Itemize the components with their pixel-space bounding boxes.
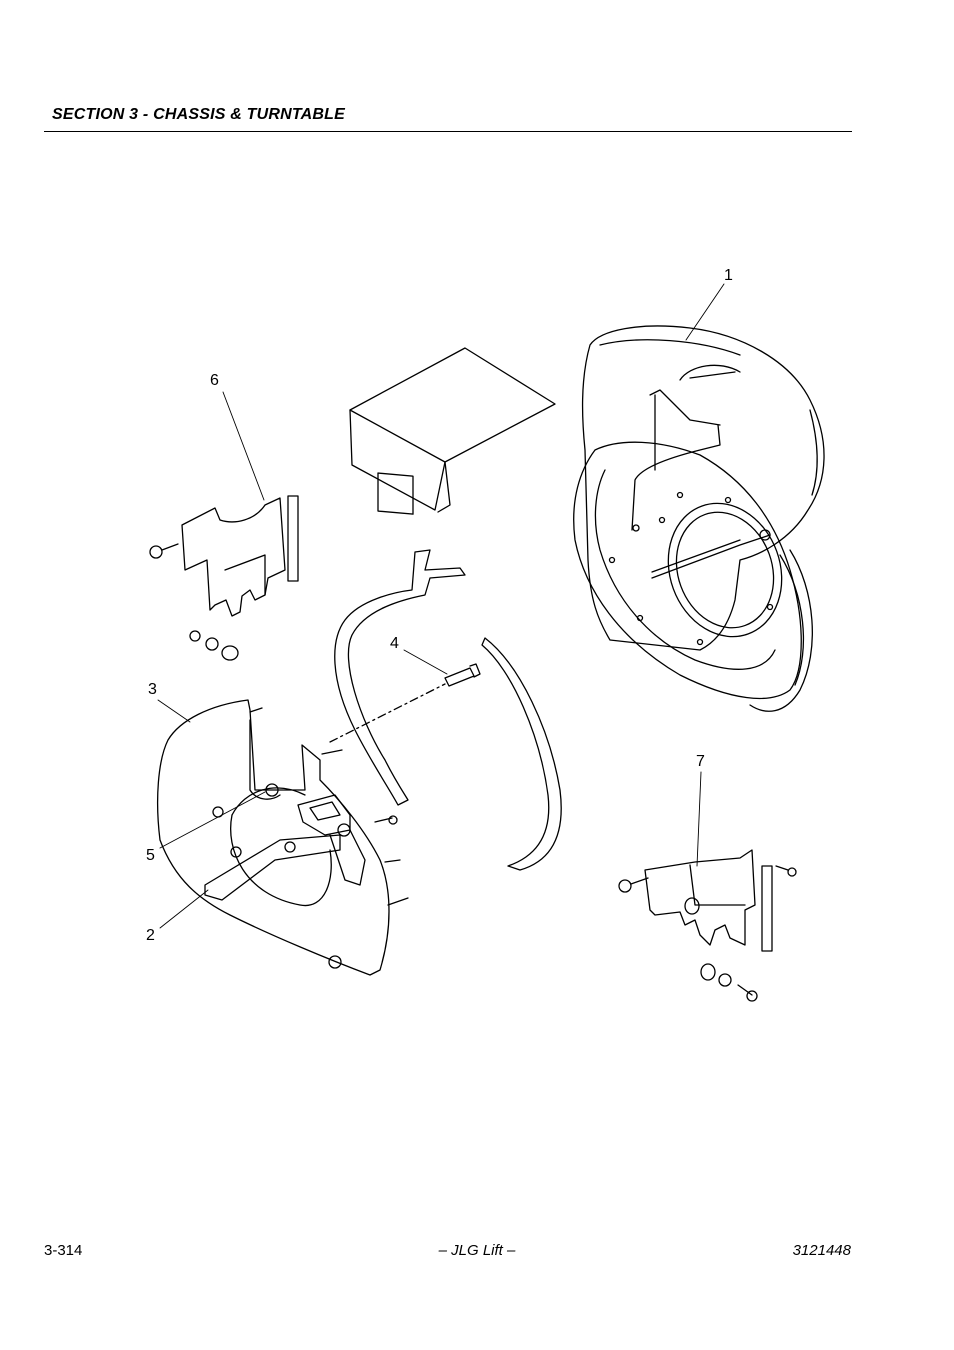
blower-housing-part (573, 325, 825, 712)
lower-plate-assembly (157, 699, 409, 976)
document-number: 3121448 (792, 1242, 851, 1259)
left-upper-bracket-part (149, 495, 299, 661)
page-number: 3-314 (44, 1242, 83, 1259)
footer-center-text: – JLG Lift – (438, 1242, 516, 1259)
callout-7: 7 (696, 753, 705, 770)
callout-5: 5 (146, 847, 155, 864)
callout-3: 3 (148, 681, 157, 698)
callout-6: 6 (210, 372, 219, 389)
header-rule (44, 131, 852, 132)
callout-2: 2 (146, 927, 155, 944)
right-lower-bracket-part (618, 849, 797, 1002)
callout-leader-lines (157, 283, 725, 929)
callout-4: 4 (390, 635, 399, 652)
bolt-part (329, 663, 481, 743)
cover-panel-part (349, 347, 556, 515)
callout-1: 1 (724, 267, 733, 284)
strap-part (334, 549, 562, 871)
section-title: SECTION 3 - CHASSIS & TURNTABLE (52, 106, 346, 123)
